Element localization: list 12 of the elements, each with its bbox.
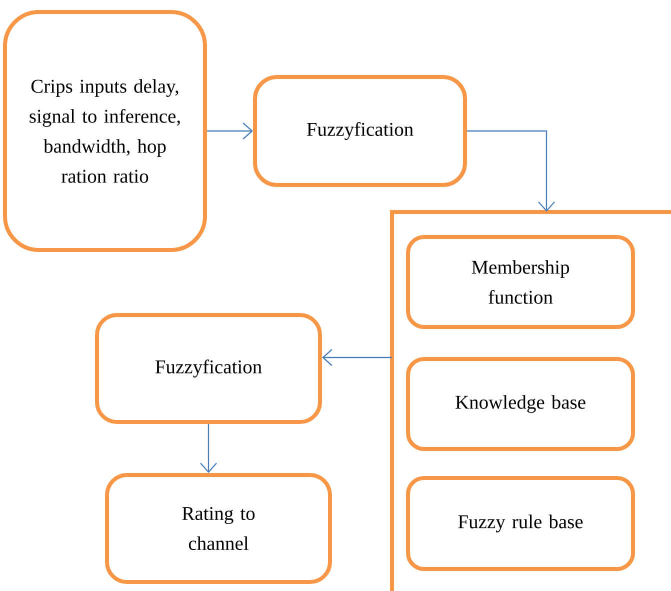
arrow	[467, 130, 555, 212]
arrow	[207, 122, 253, 140]
process-box: Membership function	[406, 235, 635, 329]
process-box: Fuzzyfication	[253, 75, 467, 187]
process-box: Rating to channel	[105, 473, 332, 584]
process-box: Fuzzyfication	[95, 313, 322, 424]
arrow	[200, 424, 217, 473]
panel-frame	[390, 210, 671, 591]
process-box: Crips inputs delay, signal to inference, bandwidth, hop ration ratio	[3, 10, 207, 252]
process-box: Fuzzy rule base	[406, 476, 635, 571]
arrow	[322, 349, 392, 366]
process-box: Knowledge base	[406, 357, 635, 451]
